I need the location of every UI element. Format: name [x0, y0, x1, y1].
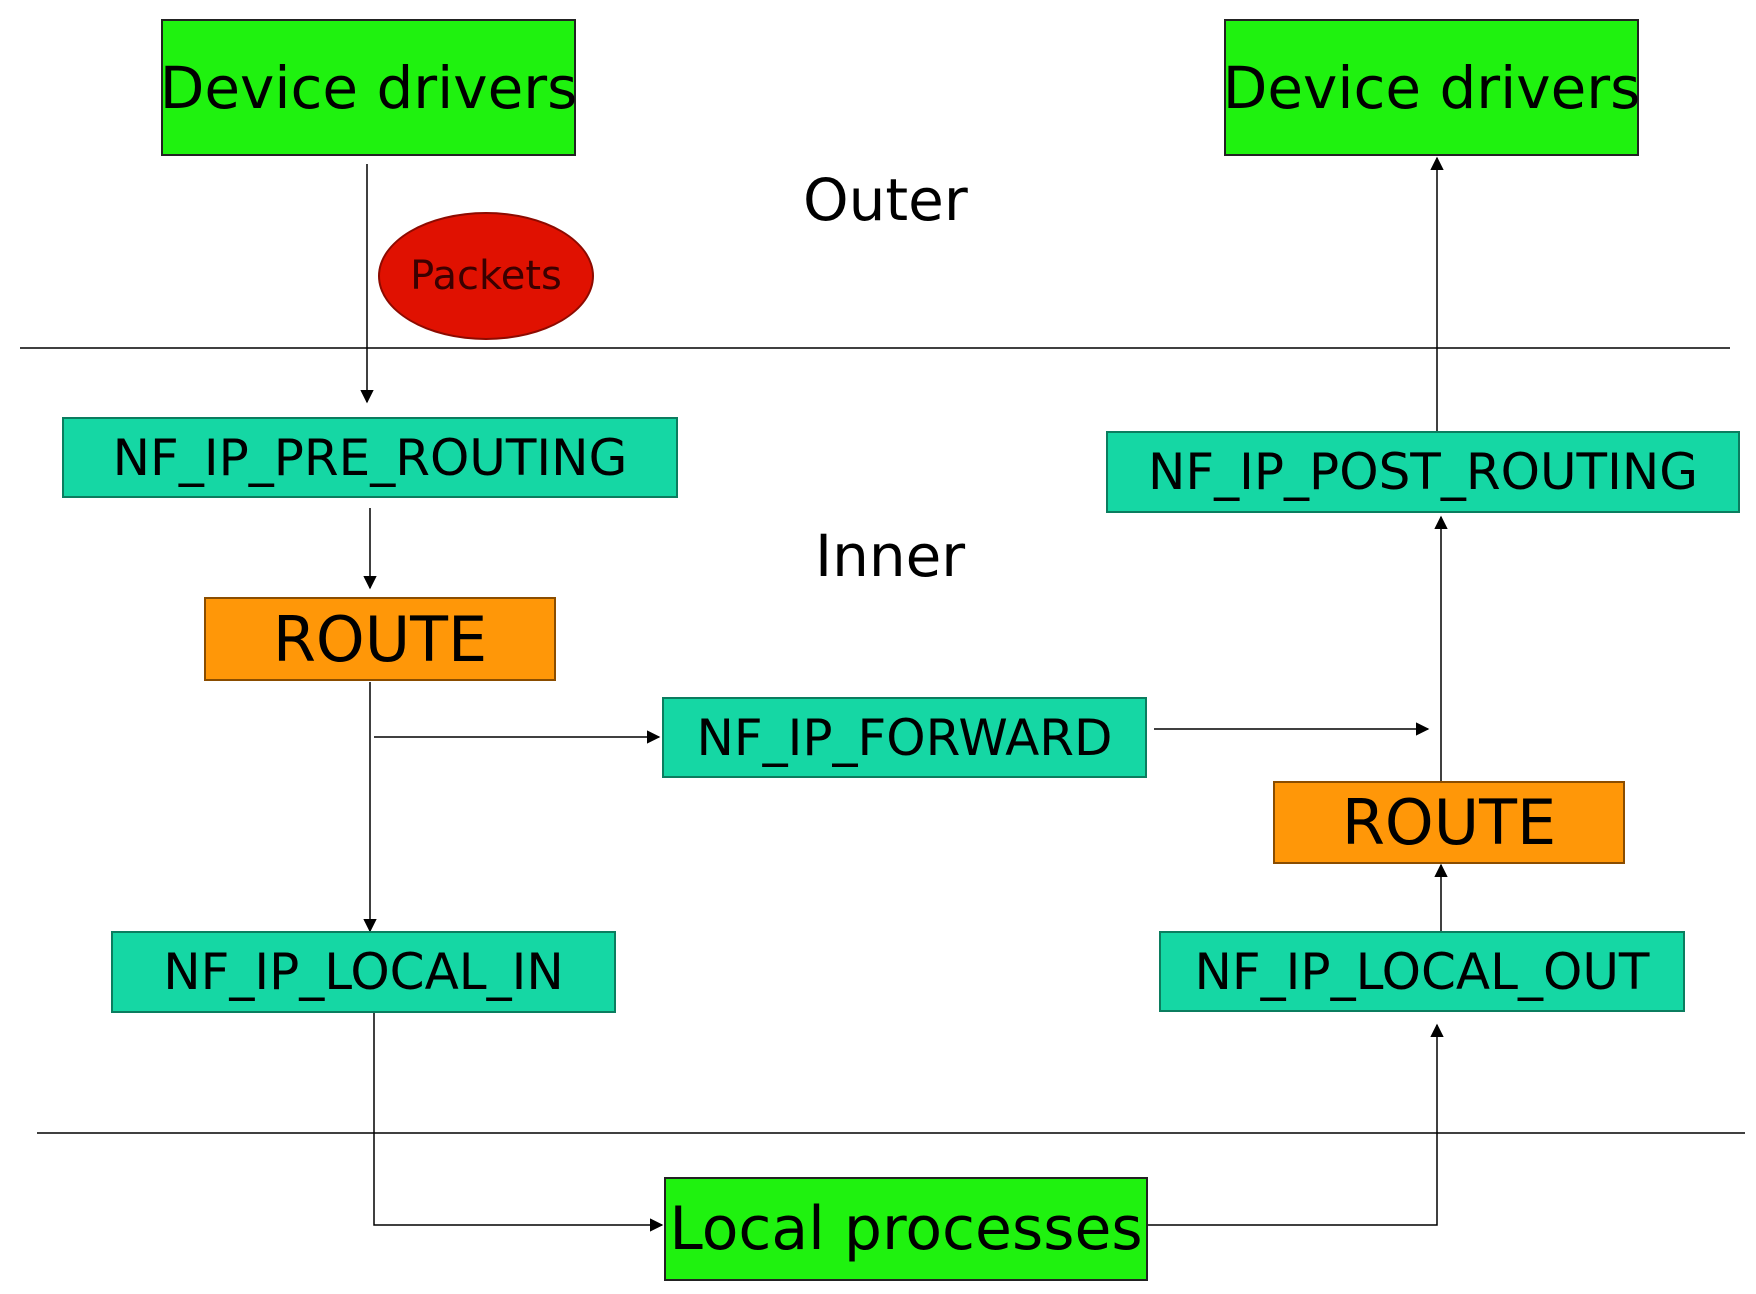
local-processes-box: Local processes: [664, 1177, 1148, 1281]
nf-ip-pre-routing-box: NF_IP_PRE_ROUTING: [62, 417, 678, 498]
nf-ip-local-in-box: NF_IP_LOCAL_IN: [111, 931, 616, 1013]
arrow-processes-to-localout: [1148, 1023, 1444, 1226]
outer-region-label: Outer: [803, 166, 968, 234]
packets-label: Packets: [410, 253, 562, 299]
nf-ip-post-routing-box: NF_IP_POST_ROUTING: [1106, 431, 1740, 513]
inner-region-label: Inner: [815, 522, 966, 590]
nf-ip-local-out-box: NF_IP_LOCAL_OUT: [1159, 931, 1685, 1012]
route-left-box: ROUTE: [204, 597, 556, 681]
device-drivers-in-box: Device drivers: [160, 19, 577, 156]
route-right-box: ROUTE: [1273, 781, 1625, 864]
arrow-localin-to-processes: [373, 1013, 664, 1232]
packets-ellipse: Packets: [378, 212, 594, 340]
device-drivers-out-box: Device drivers: [1223, 19, 1640, 156]
nf-ip-forward-box: NF_IP_FORWARD: [662, 697, 1147, 778]
